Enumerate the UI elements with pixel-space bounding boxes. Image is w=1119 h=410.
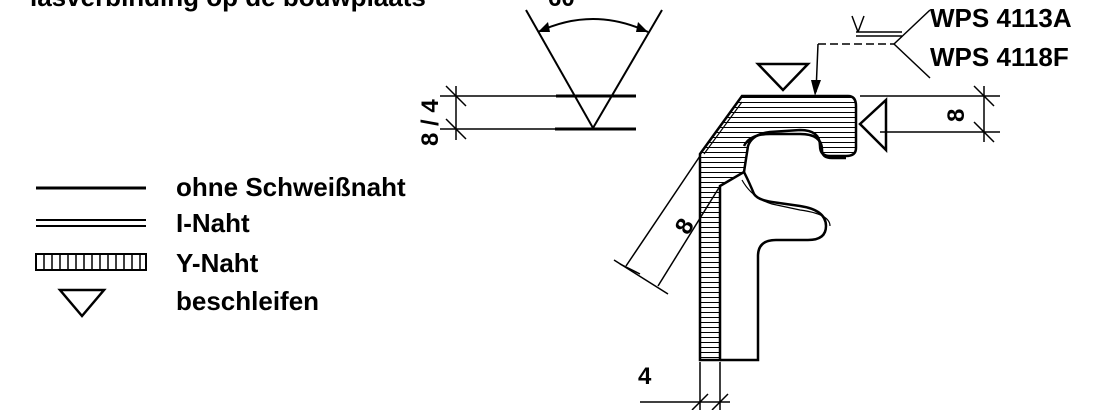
legend-double-line-icon [36, 219, 146, 227]
legend-label-triangle: beschleifen [176, 286, 319, 316]
bottom-gap-label: 4 [638, 363, 652, 390]
profile-section [698, 94, 858, 362]
wps-label-2: WPS 4118F [930, 42, 1069, 72]
wps-label-1: WPS 4113A [930, 3, 1072, 33]
groove-angle-symbol [440, 9, 663, 140]
grind-triangle-icon [755, 62, 811, 92]
legend-label-double: I-Naht [176, 208, 250, 238]
legend: ohne Schweißnaht I-Naht Y-Naht beschleif… [35, 172, 406, 318]
flange-dimension [860, 85, 1000, 143]
drawing-title: lasverbinding op de bouwplaats [30, 0, 426, 12]
legend-hatched-bar-icon [35, 253, 147, 271]
wps-leader [811, 9, 931, 96]
angle-label: 60 [548, 0, 575, 12]
legend-label-solid: ohne Schweißnaht [176, 172, 406, 202]
groove-depth-dimension: 8 / 4 [417, 99, 444, 146]
diagonal-dimension [613, 155, 721, 295]
legend-triangle-down-icon [57, 288, 107, 318]
legend-label-hatched: Y-Naht [176, 248, 259, 278]
bottom-gap-dimension [640, 362, 730, 410]
diagonal-dimension-label: 8 [670, 214, 700, 239]
flange-dimension-label: 8 [943, 109, 970, 122]
grind-triangle-side-icon [858, 97, 888, 154]
